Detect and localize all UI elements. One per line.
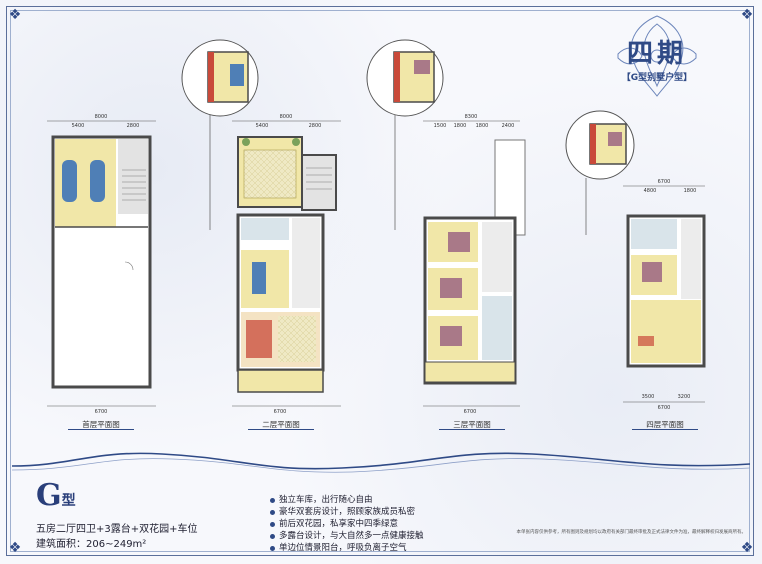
layout-summary: 五房二厅四卫+3露台+双花园+车位 bbox=[36, 524, 198, 535]
dimension-label: 2800 bbox=[127, 123, 140, 129]
dimension-label: 8000 bbox=[280, 114, 293, 120]
floor-caption: 三层平面图 bbox=[453, 420, 491, 429]
corner-ornament-icon: ❖ bbox=[740, 540, 754, 556]
sofa-icon bbox=[246, 320, 272, 358]
floor-caption: 二层平面图 bbox=[262, 420, 300, 429]
dimension-label: 6700 bbox=[274, 409, 287, 415]
dimension-label: 5400 bbox=[72, 123, 85, 129]
bed-icon bbox=[642, 262, 662, 282]
phase-subtitle: 【G型别墅户型】 bbox=[621, 73, 693, 83]
car-icon bbox=[90, 160, 105, 202]
dimension-label: 3200 bbox=[678, 394, 691, 400]
dimension-label: 1500 bbox=[434, 123, 447, 129]
unit-type-suffix: 型 bbox=[61, 493, 76, 509]
dimension-label: 6700 bbox=[464, 409, 477, 415]
floor-plans: 8000 5400 2800 6700 8000 5400 2800 bbox=[47, 39, 706, 415]
inner-frame bbox=[10, 10, 750, 552]
dimension-label: 6700 bbox=[95, 409, 108, 415]
corner-ornament-icon: ❖ bbox=[740, 7, 754, 23]
dimension-label: 8300 bbox=[465, 114, 478, 120]
dining-table-icon bbox=[252, 262, 266, 294]
bed-icon bbox=[448, 232, 470, 252]
list-item: 前后双花园，私享家中四季绿意 bbox=[270, 518, 424, 530]
dimension-label: 2400 bbox=[502, 123, 515, 129]
dimension-label: 1800 bbox=[454, 123, 467, 129]
phase-title: 四期 bbox=[626, 39, 687, 69]
fourth-floor-plan: 6700 4800 1800 3500 3200 6700 bbox=[623, 179, 706, 411]
dimension-label: 6700 bbox=[658, 179, 671, 185]
dimension-label: 4800 bbox=[644, 188, 657, 194]
unit-type-label: G型 bbox=[36, 478, 76, 513]
corner-ornament-icon: ❖ bbox=[8, 7, 22, 23]
dimension-label: 3500 bbox=[642, 394, 655, 400]
disclaimer: 本单张内容仅供参考，所有图则及规划均以政府有关部门最终审批及正式法律文件为准，最… bbox=[516, 530, 747, 535]
unit-description: 五房二厅四卫+3露台+双花园+车位 建筑面积：206~249m² bbox=[36, 522, 198, 552]
caption-rule bbox=[439, 429, 505, 430]
floor-area: 建筑面积：206~249m² bbox=[36, 539, 147, 550]
caption-rule bbox=[632, 429, 698, 430]
bed-icon bbox=[440, 326, 462, 346]
dimension-label: 1800 bbox=[476, 123, 489, 129]
caption-rule bbox=[68, 429, 134, 430]
list-item: 独立车库，出行随心自由 bbox=[270, 494, 424, 506]
car-icon bbox=[62, 160, 77, 202]
floor-caption: 四层平面图 bbox=[646, 420, 684, 429]
second-floor-plan: 8000 5400 2800 6700 bbox=[232, 114, 341, 415]
list-item: 单边位情景阳台，呼吸负离子空气 bbox=[270, 542, 424, 554]
dimension-label: 5400 bbox=[256, 123, 269, 129]
list-item: 多露台设计，与大自然多一点健康接触 bbox=[270, 530, 424, 542]
caption-rule bbox=[248, 429, 314, 430]
dimension-label: 2800 bbox=[309, 123, 322, 129]
bed-icon bbox=[440, 278, 462, 298]
outer-frame bbox=[6, 6, 754, 556]
wave-divider-icon bbox=[12, 452, 750, 473]
dimension-label: 1800 bbox=[684, 188, 697, 194]
damask-ornament-icon bbox=[617, 15, 697, 97]
first-floor-plan: 8000 5400 2800 6700 bbox=[47, 114, 156, 415]
dimension-label: 6700 bbox=[658, 405, 671, 411]
floor-caption: 首层平面图 bbox=[82, 420, 120, 429]
feature-list: 独立车库，出行随心自由 豪华双套房设计，照顾家族成员私密 前后双花园，私享家中四… bbox=[270, 494, 424, 554]
furniture-icon bbox=[638, 336, 654, 346]
dimension-label: 8000 bbox=[95, 114, 108, 120]
third-floor-plan: 8300 1500 1800 1800 2400 6700 bbox=[423, 114, 526, 415]
unit-type-letter: G bbox=[36, 478, 62, 513]
corner-ornament-icon: ❖ bbox=[8, 540, 22, 556]
list-item: 豪华双套房设计，照顾家族成员私密 bbox=[270, 506, 424, 518]
